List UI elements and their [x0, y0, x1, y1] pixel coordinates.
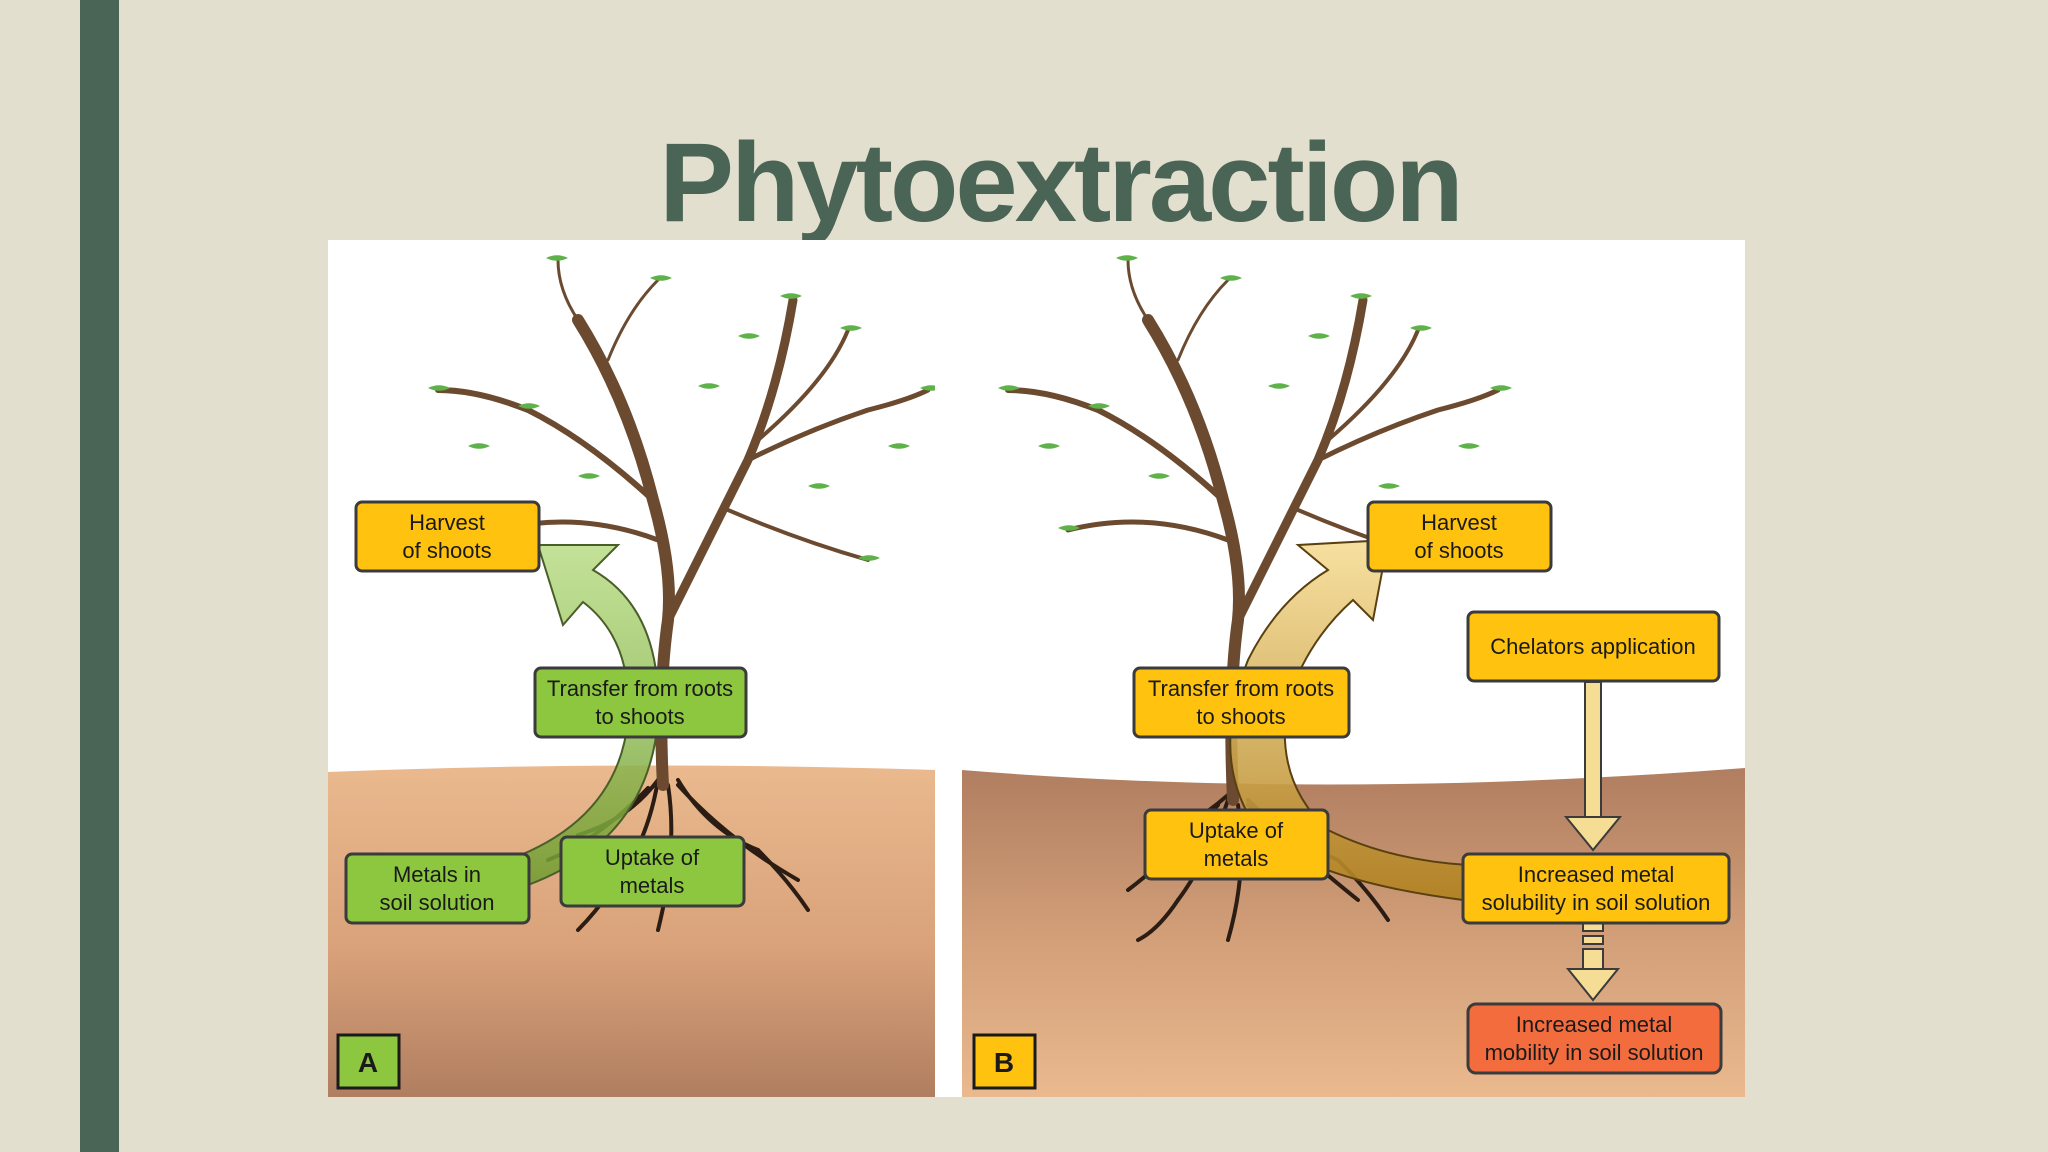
svg-text:B: B: [994, 1047, 1014, 1078]
mobility-arrow: [1565, 922, 1621, 1002]
chelator-arrow: [1563, 681, 1623, 852]
svg-text:to shoots: to shoots: [1196, 704, 1285, 729]
metals-box-a: Metals in soil solution: [344, 852, 531, 925]
badge-b: B: [972, 1033, 1037, 1090]
svg-text:Harvest: Harvest: [409, 510, 485, 535]
badge-a: A: [336, 1033, 401, 1090]
harvest-box-b: Harvest of shoots: [1366, 500, 1553, 573]
svg-text:Chelators application: Chelators application: [1490, 634, 1695, 659]
svg-text:mobility in soil solution: mobility in soil solution: [1485, 1040, 1704, 1065]
svg-text:Transfer from roots: Transfer from roots: [1148, 676, 1334, 701]
svg-text:soil solution: soil solution: [380, 890, 495, 915]
svg-text:of shoots: of shoots: [402, 538, 491, 563]
transfer-box-a: Transfer from roots to shoots: [533, 666, 748, 739]
uptake-box-a: Uptake of metals: [559, 835, 746, 908]
side-accent-bar: [80, 0, 119, 1152]
panel-divider: [935, 240, 962, 1097]
svg-text:of shoots: of shoots: [1414, 538, 1503, 563]
svg-text:Transfer from roots: Transfer from roots: [547, 676, 733, 701]
solubility-box-b: Increased metal solubility in soil solut…: [1461, 852, 1731, 925]
chelators-box-b: Chelators application: [1466, 610, 1721, 683]
mobility-box-b: Increased metal mobility in soil solutio…: [1466, 1002, 1723, 1075]
svg-text:Harvest: Harvest: [1421, 510, 1497, 535]
harvest-box-a: Harvest of shoots: [354, 500, 541, 573]
svg-text:Increased metal: Increased metal: [1518, 862, 1675, 887]
svg-text:Uptake of: Uptake of: [1189, 818, 1284, 843]
svg-text:Metals in: Metals in: [393, 862, 481, 887]
svg-text:A: A: [358, 1047, 378, 1078]
svg-text:Uptake of: Uptake of: [605, 845, 700, 870]
phytoextraction-figure: Harvest of shoots Transfer from roots to…: [328, 240, 1745, 1097]
svg-text:to shoots: to shoots: [595, 704, 684, 729]
panel-a: Harvest of shoots Transfer from roots to…: [328, 255, 942, 1097]
svg-text:solubility in soil solution: solubility in soil solution: [1482, 890, 1711, 915]
uptake-box-b: Uptake of metals: [1143, 808, 1330, 881]
translocation-arrow-a: [506, 544, 660, 887]
slide-title: Phytoextraction: [659, 120, 1463, 245]
svg-text:metals: metals: [620, 873, 685, 898]
soil-a: [328, 765, 935, 1097]
svg-text:metals: metals: [1204, 846, 1269, 871]
transfer-box-b: Transfer from roots to shoots: [1132, 666, 1351, 739]
panel-b: Harvest of shoots Chelators application …: [962, 255, 1745, 1097]
svg-text:Increased metal: Increased metal: [1516, 1012, 1673, 1037]
tree-a: [435, 258, 931, 791]
